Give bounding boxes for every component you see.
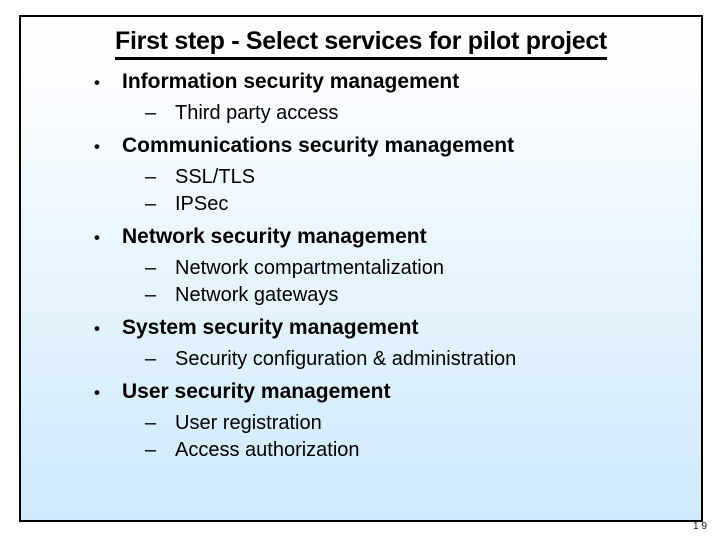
- sub-item: – Access authorization: [21, 437, 701, 464]
- dash-icon: –: [145, 102, 157, 124]
- bullet-icon: •: [94, 137, 100, 156]
- page-number: 19: [693, 521, 711, 532]
- sub-item-label: Third party access: [175, 102, 339, 124]
- sub-item-label: IPSec: [175, 193, 229, 215]
- bullet-icon: •: [94, 319, 100, 338]
- bullet-icon: •: [94, 228, 100, 247]
- bullet-item-label: Communications security management: [122, 134, 515, 157]
- dash-icon: –: [145, 257, 157, 279]
- slide-title: First step - Select services for pilot p…: [21, 27, 701, 60]
- dash-icon: –: [145, 166, 157, 188]
- bullet-item-label: Network security management: [122, 225, 427, 248]
- sub-item-label: User registration: [175, 412, 322, 434]
- bullet-icon: •: [94, 73, 100, 92]
- sub-item: – User registration: [21, 410, 701, 437]
- dash-icon: –: [145, 348, 157, 370]
- slide-frame: First step - Select services for pilot p…: [19, 15, 703, 522]
- sub-item: – IPSec: [21, 191, 701, 218]
- bullet-icon: •: [94, 383, 100, 402]
- sub-item-label: Network compartmentalization: [175, 257, 444, 279]
- sub-item-label: Network gateways: [175, 284, 339, 306]
- dash-icon: –: [145, 439, 157, 461]
- bullet-item: • Network security management: [21, 223, 701, 251]
- sub-item: – Third party access: [21, 100, 701, 127]
- bullet-item: • Communications security management: [21, 132, 701, 160]
- bullet-item-label: User security management: [122, 380, 391, 403]
- bullet-item: • Information security management: [21, 68, 701, 96]
- bullet-item-label: System security management: [122, 316, 419, 339]
- sub-item-label: Access authorization: [175, 439, 360, 461]
- sub-item-label: SSL/TLS: [175, 166, 256, 188]
- slide-title-text: First step - Select services for pilot p…: [115, 27, 607, 60]
- bullet-item: • System security management: [21, 314, 701, 342]
- sub-item: – Network compartmentalization: [21, 255, 701, 282]
- bullet-item: • User security management: [21, 378, 701, 406]
- slide-content: • Information security management – Thir…: [21, 68, 701, 464]
- dash-icon: –: [145, 284, 157, 306]
- bullet-item-label: Information security management: [122, 70, 460, 93]
- sub-item: – Network gateways: [21, 282, 701, 309]
- sub-item-label: Security configuration & administration: [175, 348, 517, 370]
- dash-icon: –: [145, 412, 157, 434]
- dash-icon: –: [145, 193, 157, 215]
- sub-item: – Security configuration & administratio…: [21, 346, 701, 373]
- sub-item: – SSL/TLS: [21, 164, 701, 191]
